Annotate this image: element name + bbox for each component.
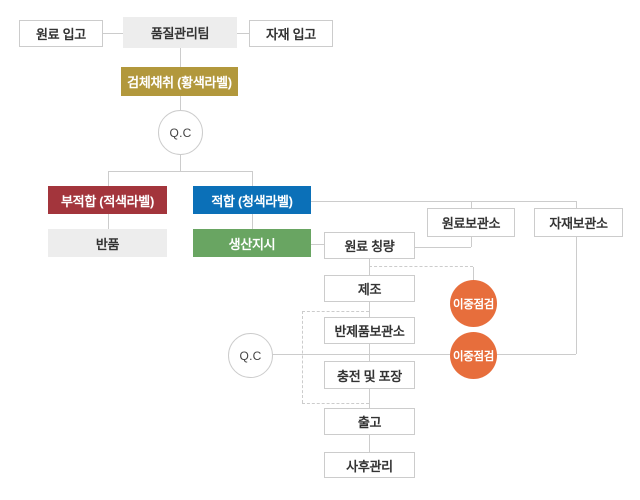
node-label: 제조: [357, 282, 382, 297]
node-label: 생산지시: [228, 236, 276, 252]
connector: [415, 247, 471, 248]
connector: [108, 171, 252, 172]
node-label: 출고: [357, 415, 382, 430]
node-label: 검체채취 (황색라벨): [127, 75, 232, 90]
node-filling-packaging: 충전 및 포장: [324, 361, 415, 389]
connector: [369, 259, 370, 275]
node-label: 원료 칭량: [344, 239, 395, 254]
connector: [576, 201, 577, 208]
node-label: Q.C: [169, 125, 192, 140]
connector: [311, 244, 324, 245]
node-material-in: 자재 입고: [249, 20, 333, 47]
node-accept: 적합 (청색라벨): [193, 186, 311, 214]
double-check-circle-2: 이중점검: [450, 332, 497, 379]
connector: [496, 354, 576, 355]
node-reject: 부적합 (적색라벨): [48, 186, 167, 214]
connector: [180, 48, 181, 67]
connector: [471, 201, 472, 208]
node-shipping: 출고: [324, 408, 415, 435]
node-label: 적합 (청색라벨): [211, 193, 293, 209]
dashed-connector: [302, 403, 369, 404]
connector: [180, 154, 181, 171]
connector: [108, 171, 109, 186]
dashed-connector: [302, 311, 369, 312]
node-label: 품질관리팀: [150, 26, 210, 41]
connector: [103, 33, 123, 34]
node-label: 원료보관소: [441, 216, 501, 231]
qc-circle-2: Q.C: [228, 333, 273, 378]
node-label: 부적합 (적색라벨): [61, 193, 154, 209]
double-check-circle-1: 이중점검: [450, 280, 497, 327]
node-label: 반품: [95, 236, 120, 252]
connector: [471, 237, 472, 247]
node-label: 이중점검: [452, 298, 495, 311]
dashed-connector: [302, 311, 303, 403]
connector: [369, 344, 370, 361]
node-weighing: 원료 칭량: [324, 232, 415, 259]
node-label: 사후관리: [346, 458, 393, 474]
connector: [180, 96, 181, 110]
connector: [108, 214, 109, 229]
dashed-connector: [369, 266, 473, 267]
node-raw-material-in: 원료 입고: [19, 20, 103, 47]
connector: [369, 302, 370, 317]
node-production-order: 생산지시: [193, 229, 311, 257]
node-label: 반제품보관소: [334, 324, 405, 339]
node-raw-material-storage: 원료보관소: [427, 208, 515, 237]
connector: [311, 201, 576, 202]
connector: [369, 435, 370, 452]
node-label: 자재보관소: [549, 216, 608, 231]
node-label: 원료 입고: [36, 27, 86, 42]
node-label: 충전 및 포장: [337, 368, 402, 384]
qc-circle-1: Q.C: [158, 110, 203, 155]
connector: [369, 389, 370, 408]
node-post-management: 사후관리: [324, 452, 415, 478]
node-label: 자재 입고: [266, 27, 316, 42]
connector: [272, 354, 450, 355]
connector: [576, 237, 577, 354]
node-manufacturing: 제조: [324, 275, 415, 302]
node-label: Q.C: [239, 348, 262, 363]
node-label: 이중점검: [452, 350, 495, 363]
node-material-storage: 자재보관소: [534, 208, 623, 237]
connector: [237, 33, 249, 34]
node-return: 반품: [48, 229, 167, 257]
node-sampling: 검체채취 (황색라벨): [121, 67, 238, 96]
connector: [252, 171, 253, 186]
connector: [252, 214, 253, 229]
node-quality-team: 품질관리팀: [123, 17, 237, 48]
connector: [473, 267, 474, 280]
node-semi-product-storage: 반제품보관소: [324, 317, 415, 344]
